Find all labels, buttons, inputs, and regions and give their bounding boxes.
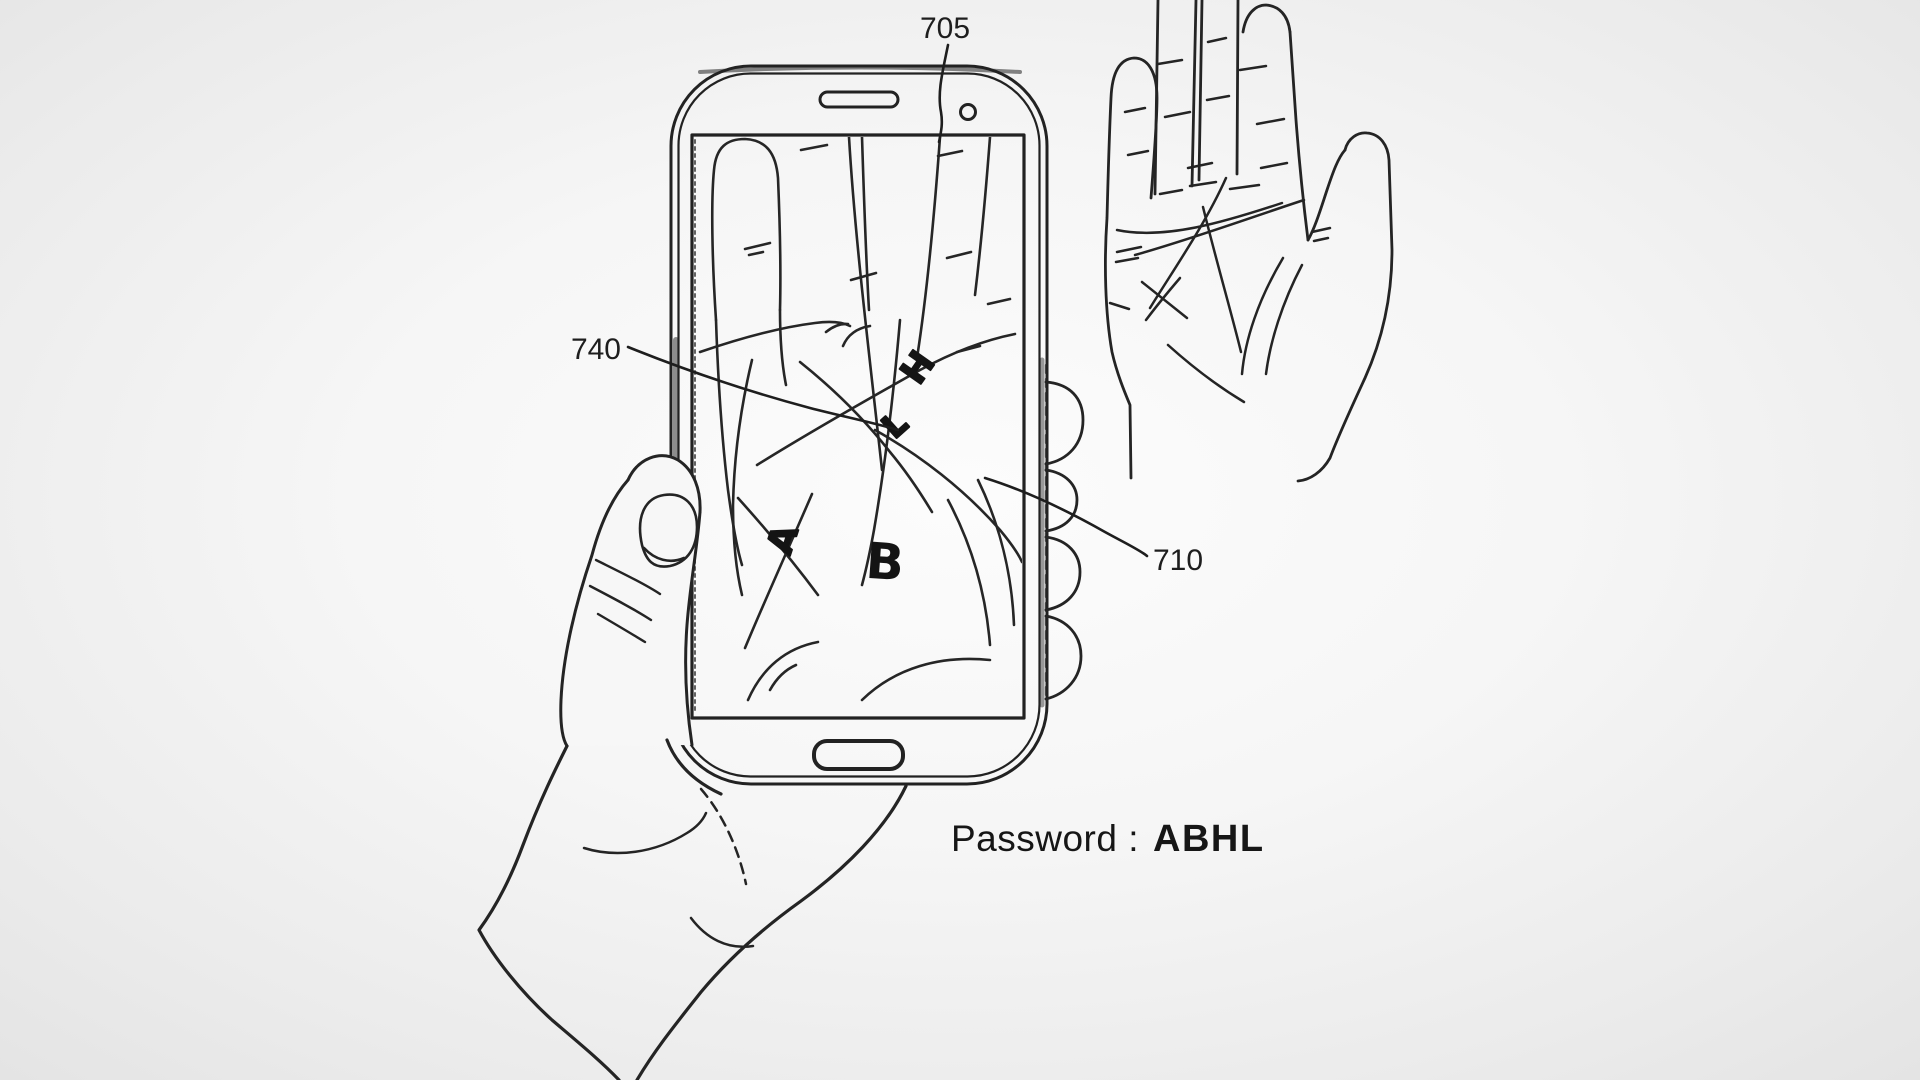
screen-palm-crease-lines [698, 318, 1022, 702]
thumb-knuckle-creases [588, 558, 662, 644]
password-caption: Password : ABHL [951, 818, 1265, 861]
palm-hand-outline [1104, 0, 1394, 483]
palm-finger-crease-dashes [1123, 36, 1332, 243]
leader-line-740 [626, 345, 900, 432]
hand-wrist-outline [477, 738, 908, 1080]
leader-line-710 [983, 476, 1149, 558]
earpiece-speaker-slot [818, 90, 900, 109]
holding-hand-illustration [477, 380, 1085, 1080]
ref-label-740: 740 [571, 333, 621, 366]
front-camera-icon [959, 103, 977, 121]
phone-screen [690, 133, 1026, 720]
leader-line-705 [937, 43, 950, 144]
reference-740: 740 [571, 333, 900, 432]
home-button [812, 739, 905, 771]
screen-finger-lines [710, 137, 992, 567]
ref-label-710: 710 [1153, 544, 1203, 577]
ref-label-705: 705 [920, 12, 970, 45]
screen-letter-b: B [864, 532, 906, 593]
palm-crease-lines [1108, 176, 1306, 404]
thumb-fill [560, 455, 701, 746]
phone-top-edge-shading [698, 65, 1022, 74]
reference-705: 705 [920, 12, 970, 144]
thumb-outline [559, 454, 702, 748]
palm-hand-illustration [1104, 0, 1394, 483]
password-label: Password : [951, 818, 1140, 859]
thumbnail-outline [638, 493, 699, 568]
hand-creases [582, 787, 755, 949]
fingertips-on-phone-edge [1044, 380, 1085, 701]
reference-710: 710 [983, 476, 1203, 577]
screen-finger-crease-dashes [743, 143, 1012, 354]
password-value: ABHL [1153, 818, 1265, 860]
